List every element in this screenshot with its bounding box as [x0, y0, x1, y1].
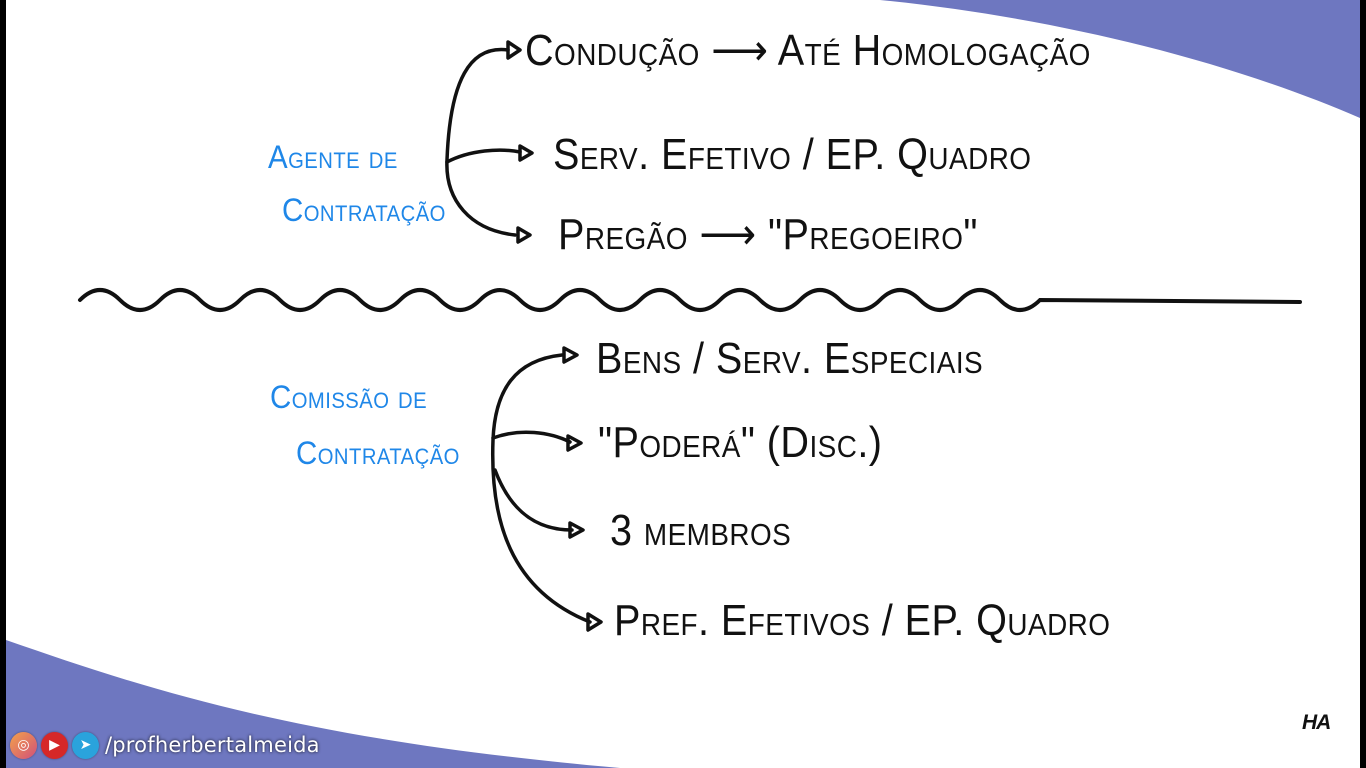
agente-label-line2: Contratação: [282, 192, 446, 228]
board: [6, 0, 1360, 768]
comissao-item-podera: "Poderá" (Disc.): [598, 418, 883, 467]
agente-item-pregao: Pregão ⟶ "Pregoeiro": [558, 210, 978, 259]
arrow-head: [568, 521, 585, 539]
comissao-item-bens: Bens / Serv. Especiais: [596, 334, 984, 383]
top-accent-band: [880, 0, 1360, 118]
comissao-label-line1: Comissão de: [270, 379, 428, 415]
arrow-head: [506, 40, 522, 60]
social-handle[interactable]: /profherbertalmeida: [105, 733, 320, 757]
arrow-head: [566, 434, 583, 452]
comissao-branch: [493, 468, 574, 532]
arrow-head: [518, 144, 534, 162]
comissao-bracket: [490, 353, 592, 624]
ha-logo: HA: [1302, 711, 1331, 734]
comissao-item-pref: Pref. Efetivos / EP. Quadro: [614, 596, 1111, 645]
wavy-divider: [78, 288, 1302, 312]
agente-item-conducao: Condução ⟶ Até Homologação: [525, 26, 1091, 75]
instagram-icon[interactable]: ◎: [10, 731, 37, 759]
comissao-label-line2: Contratação: [296, 435, 460, 471]
agente-branch-middle: [445, 148, 522, 164]
arrow-head: [516, 226, 532, 244]
arrow-head: [562, 346, 579, 364]
social-footer: ◎ ▶ ➤ /profherbertalmeida: [10, 728, 320, 762]
comissao-branch: [491, 430, 572, 444]
agente-item-servidor: Serv. Efetivo / EP. Quadro: [553, 130, 1032, 179]
bottom-accent-band: [6, 640, 620, 768]
telegram-icon[interactable]: ➤: [72, 731, 99, 759]
comissao-item-membros: 3 membros: [610, 506, 792, 555]
youtube-icon[interactable]: ▶: [41, 731, 68, 759]
agente-label-line1: Agente de: [268, 139, 398, 175]
arrow-head: [586, 612, 603, 632]
agente-bracket: [445, 47, 517, 237]
